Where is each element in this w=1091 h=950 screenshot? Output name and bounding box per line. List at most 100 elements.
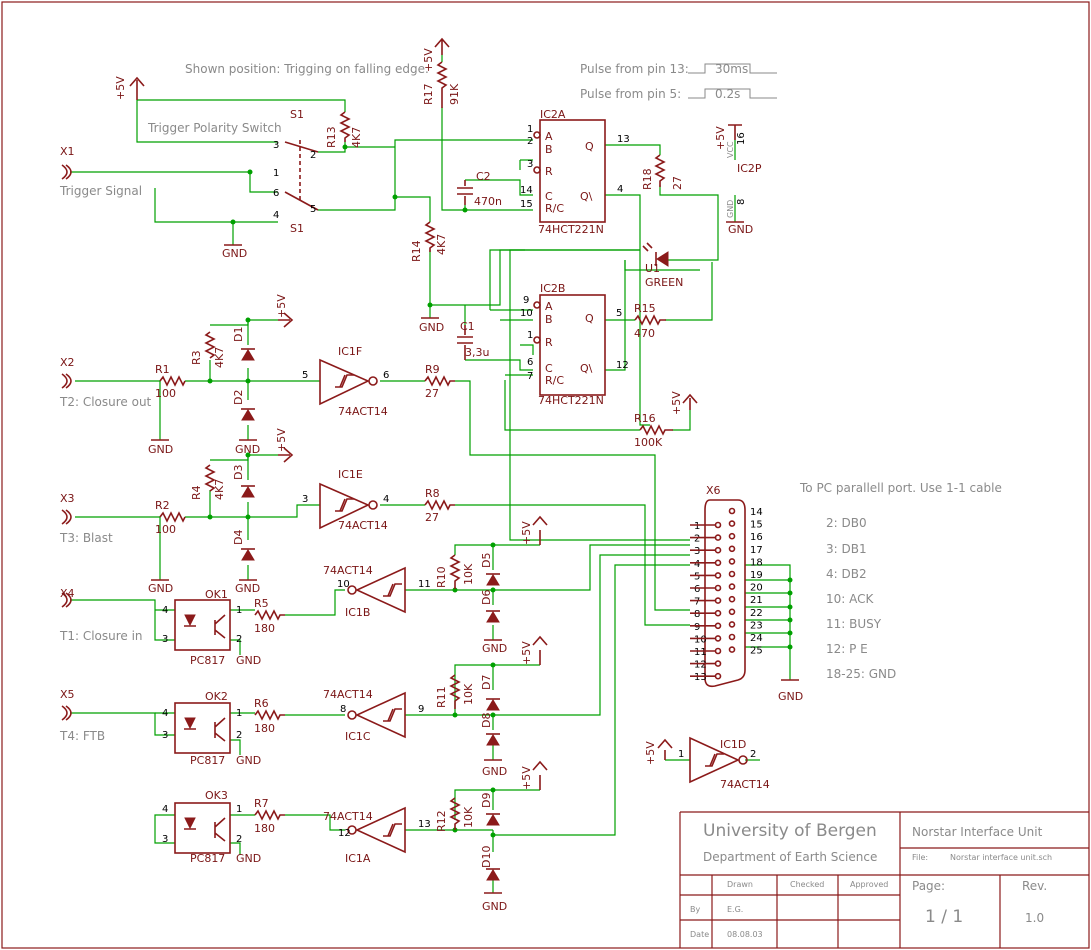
svg-text:Page:: Page: [912,879,945,893]
svg-text:+5V: +5V [114,76,127,100]
svg-text:IC2A: IC2A [540,108,566,121]
x6-pin [714,521,722,529]
connector-x5: X5 T4: FTB [59,688,105,743]
svg-text:By: By [690,905,700,914]
connector-x2-label: T2: Closure out [59,395,152,409]
pin-map: 2: DB0 3: DB1 4: DB2 10: ACK 11: BUSY 12… [826,516,896,681]
svg-text:4: 4 [162,804,168,815]
svg-text:3: 3 [527,159,533,170]
optocoupler-ok1: OK1 PC817 43 12 [162,588,242,667]
connector-x1: X1 Trigger Signal [59,145,142,198]
diode-d8: D8 [480,713,500,746]
svg-text:1: 1 [236,804,242,815]
diode-d2: D2 [232,390,255,421]
svg-text:D8: D8 [480,713,493,728]
svg-text:B: B [545,143,553,156]
svg-text:2: 2 [527,136,533,147]
svg-text:12: 12 [338,828,351,839]
svg-text:D2: D2 [232,390,245,405]
x6-pin-label: 22 [750,608,763,619]
svg-text:D4: D4 [232,530,245,545]
connector-x4-ref: X4 [60,587,75,600]
x6-pin-label: 24 [750,633,763,644]
x6-pin-label: 16 [750,532,763,543]
connector-x4-label: T1: Closure in [59,629,143,643]
svg-text:IC1B: IC1B [345,606,370,619]
x6-pin [728,532,736,540]
svg-text:9: 9 [418,704,424,715]
svg-text:D10: D10 [480,846,493,868]
x6-pin [728,570,736,578]
diode-d7: D7 [480,675,500,711]
svg-text:+5V: +5V [275,428,288,452]
svg-text:IC1F: IC1F [338,345,362,358]
svg-text:GND: GND [235,582,260,595]
svg-text:+5V: +5V [714,126,727,150]
svg-text:6: 6 [383,370,389,381]
svg-text:Drawn: Drawn [727,880,753,889]
svg-text:R18: R18 [641,168,654,190]
x6-pin [728,608,736,616]
x6-pin-label: 12 [694,660,707,671]
connector-x2-ref: X2 [60,356,75,369]
svg-text:OK3: OK3 [205,789,228,802]
svg-text:15: 15 [520,199,533,210]
x6-pin [728,520,736,527]
x6-pin [714,534,722,541]
ic2p-power: IC2P VCC GND +5V 16 8 [714,124,762,218]
connector-x4: X4 T1: Closure in [59,587,143,643]
x6-pin [714,609,722,617]
svg-text:1: 1 [527,330,533,341]
x6-pin-label: 2 [694,534,700,545]
title-department: Department of Earth Science [703,850,877,864]
svg-text:PC817: PC817 [190,754,225,767]
title-block: University of Bergen Department of Earth… [679,811,1089,948]
x6-pin-label: 10 [694,634,707,645]
svg-text:GND: GND [148,582,173,595]
svg-text:D7: D7 [480,675,493,690]
svg-text:R11: R11 [435,686,448,708]
svg-text:1: 1 [273,168,279,179]
pinmap-item: 2: DB0 [826,516,867,530]
svg-text:D3: D3 [232,465,245,480]
svg-text:GND: GND [778,690,803,703]
x6-pin [714,572,722,579]
x6-pin [714,660,722,667]
diode-d4: D4 [232,530,255,561]
svg-text:+5V: +5V [670,391,683,415]
svg-text:10: 10 [520,308,533,319]
svg-text:IC1E: IC1E [338,468,363,481]
svg-text:Date: Date [690,930,709,939]
svg-text:E.G.: E.G. [727,905,743,914]
svg-text:IC2P: IC2P [737,162,762,175]
svg-text:GND: GND [222,247,247,260]
optocoupler-ok2: OK2 PC817 43 12 [162,690,242,767]
svg-text:R: R [545,165,553,178]
svg-text:+5V: +5V [520,521,533,545]
svg-text:8: 8 [340,704,346,715]
pinmap-item: 4: DB2 [826,567,867,581]
x6-pin-label: 5 [694,571,700,582]
svg-text:4: 4 [162,708,168,719]
ic2a-monostable: IC2A 74HCT221N A B R C R/C Q Q\ 12 314 1… [520,108,630,236]
connector-x1-label: Trigger Signal [59,184,142,198]
svg-text:A: A [545,130,553,143]
svg-text:Q: Q [585,312,594,325]
pinmap-item: 11: BUSY [826,617,882,631]
svg-text:GND: GND [419,321,444,334]
x6-pin-label: 20 [750,583,763,594]
svg-text:A: A [545,300,553,313]
svg-text:D5: D5 [480,553,493,568]
diode-d9: D9 [480,793,500,826]
